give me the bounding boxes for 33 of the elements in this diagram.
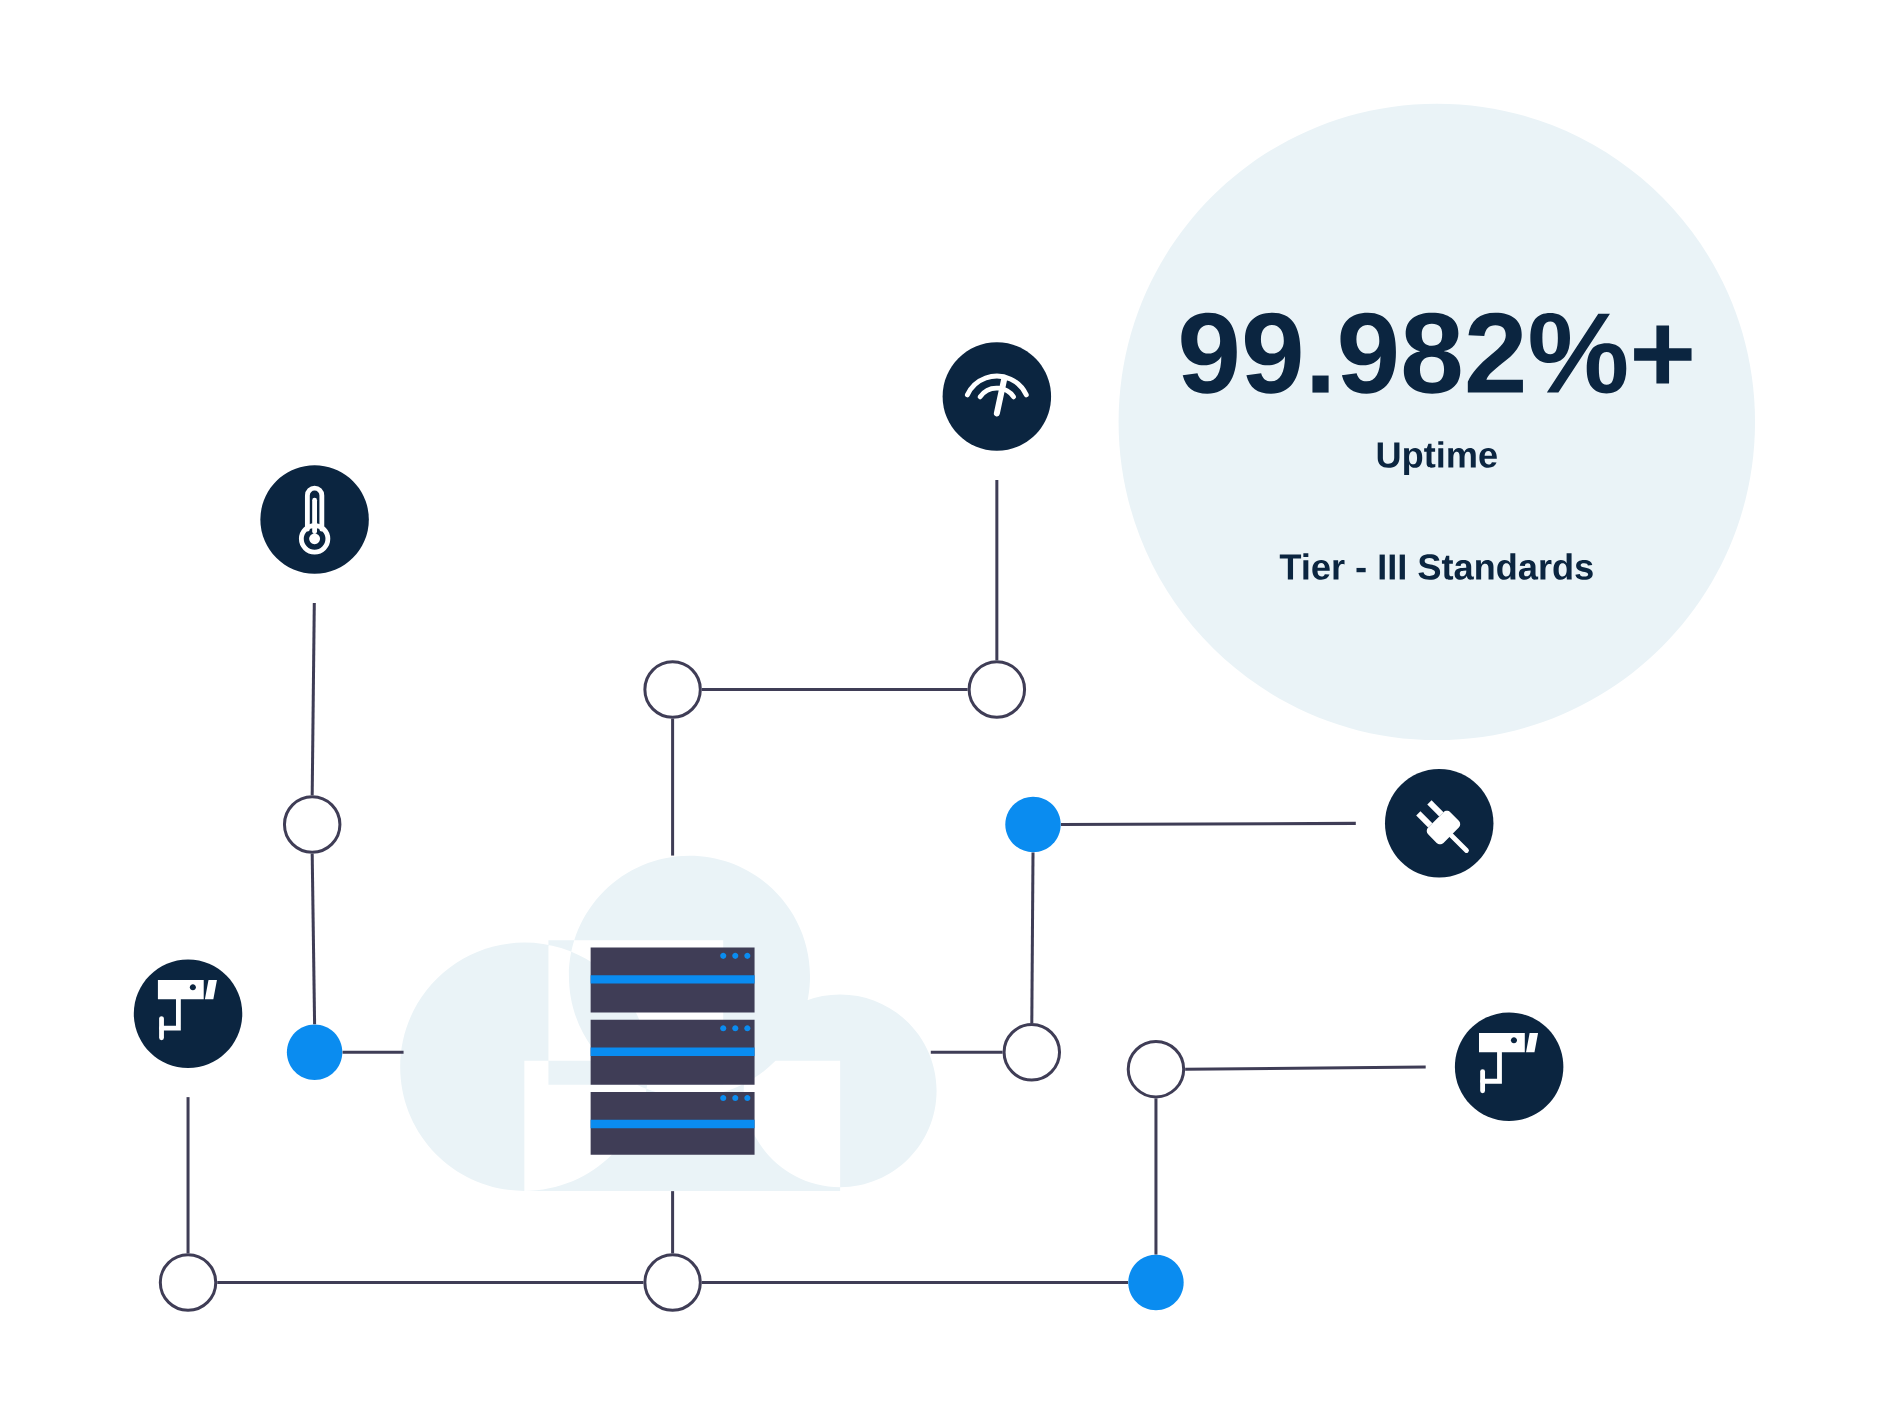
connector-line bbox=[1185, 1065, 1426, 1071]
connector-line bbox=[217, 1281, 644, 1285]
connector-line bbox=[1154, 1098, 1158, 1255]
connector-line bbox=[342, 1051, 404, 1055]
connector-line bbox=[701, 1281, 1128, 1285]
junction-dot bbox=[1002, 1023, 1062, 1082]
connector-line bbox=[1060, 822, 1356, 827]
plug-icon bbox=[1384, 769, 1494, 878]
connector-line bbox=[310, 853, 317, 1025]
speedometer-icon bbox=[942, 342, 1052, 452]
junction-dot bbox=[643, 1253, 702, 1312]
junction-dot bbox=[286, 1024, 343, 1081]
percentage-value: 99.982%+ bbox=[1181, 312, 1692, 394]
connector-line bbox=[1030, 852, 1035, 1024]
thermometer-icon bbox=[260, 465, 369, 574]
uptime-label: Uptime bbox=[1377, 441, 1497, 476]
junction-dot bbox=[1005, 797, 1061, 853]
connector-line bbox=[701, 688, 968, 692]
junction-dot bbox=[1126, 1040, 1186, 1099]
connector-line bbox=[671, 718, 675, 856]
junction-dot bbox=[282, 795, 342, 854]
junction-dot bbox=[158, 1253, 218, 1312]
standard-text: Tier - III Standards bbox=[1279, 553, 1593, 581]
junction-dot bbox=[967, 660, 1027, 719]
junction-dot bbox=[643, 660, 702, 719]
connector-line bbox=[186, 1097, 190, 1254]
connector-line bbox=[671, 1191, 675, 1254]
connector-line bbox=[930, 1051, 1003, 1055]
security-camera-icon bbox=[133, 959, 243, 1069]
security-camera-icon bbox=[1454, 1012, 1564, 1122]
junction-dot bbox=[1128, 1255, 1184, 1311]
connector-line bbox=[310, 603, 316, 796]
connector-line bbox=[995, 480, 999, 661]
